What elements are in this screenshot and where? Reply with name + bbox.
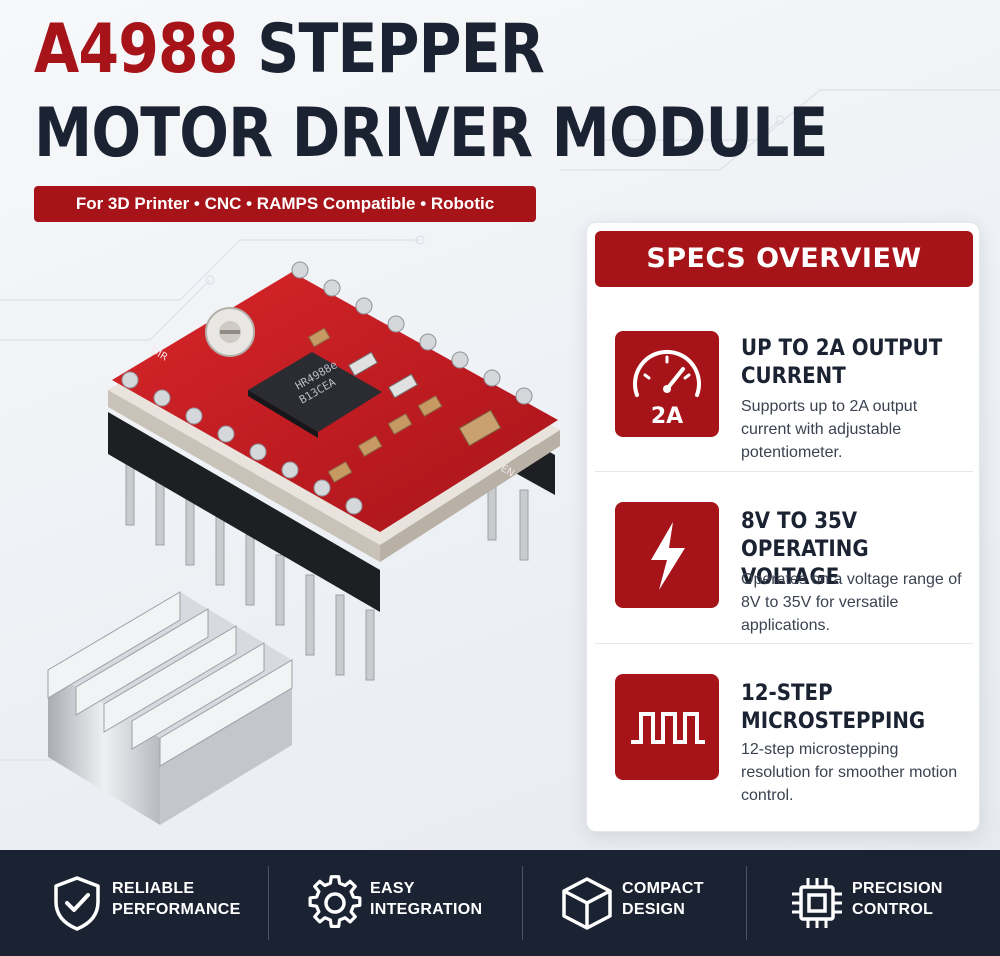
feature-label: RELIABLE PERFORMANCE — [112, 880, 241, 918]
feature-label: EASY INTEGRATION — [370, 880, 483, 918]
specs-header: SPECS OVERVIEW — [595, 231, 973, 287]
gauge-icon-label: 2A — [651, 404, 683, 429]
divider — [746, 866, 747, 940]
spec-item-current: 2A UP TO 2A OUTPUT CURRENT Supports up t… — [595, 299, 973, 461]
spec-title: UP TO 2A OUTPUT CURRENT — [741, 336, 943, 389]
spec-description: 12-step microstepping resolution for smo… — [741, 741, 958, 804]
spec-description: Supports up to 2A output current with ad… — [741, 398, 918, 461]
title-model: A4988 — [34, 10, 239, 89]
gear-icon — [308, 875, 362, 929]
tagline-banner: For 3D Printer • CNC • RAMPS Compatible … — [34, 186, 536, 222]
specs-card: SPECS OVERVIEW 2A UP TO 2A OUTPUT CURREN… — [586, 222, 980, 832]
square-wave-icon — [615, 674, 719, 780]
header-pins — [125, 454, 529, 681]
title-line1-rest: STEPPER — [237, 10, 545, 89]
title-line2: MOTOR DRIVER MODULE — [34, 94, 829, 173]
spec-item-voltage: 8V TO 35V OPERATING VOLTAGE Operates on … — [595, 471, 973, 634]
divider — [268, 866, 269, 940]
feature-label: COMPACT DESIGN — [622, 880, 704, 918]
cube-icon — [562, 877, 612, 930]
features-bar: RELIABLE PERFORMANCE EASY INTEGRATION CO… — [0, 850, 1000, 956]
gauge-icon: 2A — [615, 331, 719, 437]
divider — [522, 866, 523, 940]
spec-title: 12-STEP MICROSTEPPING — [741, 681, 926, 734]
shield-check-icon — [54, 876, 100, 931]
spec-description: Operates on a voltage range of 8V to 35V… — [741, 571, 962, 634]
spec-item-microstepping: 12-STEP MICROSTEPPING 12-step microstepp… — [595, 643, 973, 805]
potentiometer — [205, 307, 255, 357]
chip-icon — [792, 878, 842, 928]
spec-title: 8V TO 35V OPERATING VOLTAGE — [741, 509, 869, 590]
heatsink — [47, 591, 293, 825]
page-title: A4988 STEPPER MOTOR DRIVER MODULE — [34, 8, 829, 176]
lightning-icon — [615, 502, 719, 608]
feature-label: PRECISION CONTROL — [852, 880, 943, 918]
product-image: HR4988e B13CEA DIR EN — [47, 261, 560, 825]
driver-chip: HR4988e B13CEA — [248, 352, 382, 438]
left-header-strip — [108, 412, 380, 612]
